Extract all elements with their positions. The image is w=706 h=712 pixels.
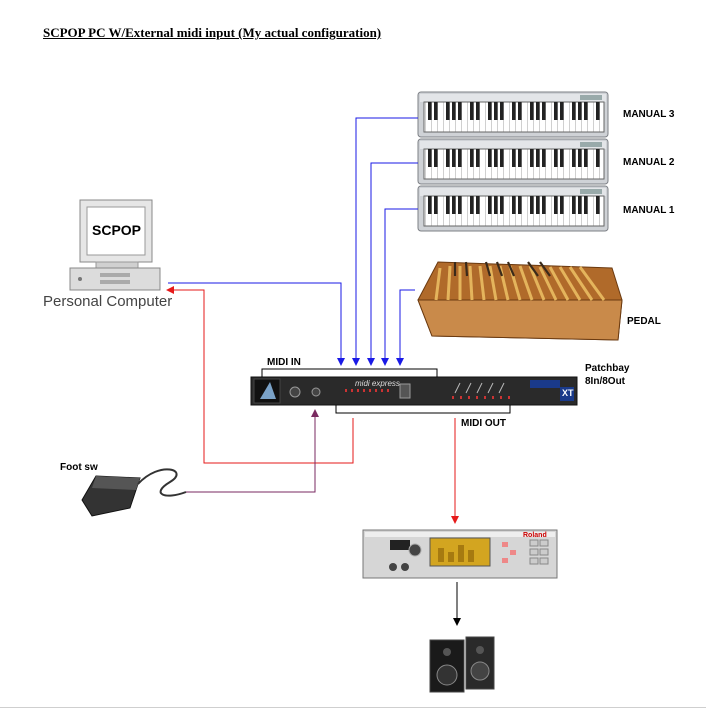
module-brand-text: Roland <box>523 532 547 539</box>
foot-switch <box>81 468 187 517</box>
manual-1-label: MANUAL 1 <box>623 205 675 216</box>
pedal-label: PEDAL <box>627 316 661 327</box>
manual-2-connection <box>367 162 418 366</box>
midi-patchbay <box>250 376 578 406</box>
manual-3-keyboard <box>417 91 609 138</box>
midi-in-bracket <box>261 368 438 377</box>
midi-out-bracket <box>335 405 511 414</box>
foot-switch-connection <box>186 409 319 493</box>
manual-3-connection <box>352 117 418 366</box>
pedal-connection <box>396 289 415 366</box>
manual-1-keyboard <box>417 185 609 232</box>
midi-in-label: MIDI IN <box>267 357 301 368</box>
foot-switch-label: Foot sw <box>60 462 98 473</box>
sound-module <box>362 529 558 579</box>
manual-2-keyboard <box>417 138 609 185</box>
manual-1-connection <box>381 208 418 366</box>
patchbay-badge-text: XT <box>562 388 574 398</box>
speakers <box>429 636 495 693</box>
bottom-divider <box>0 707 706 708</box>
midi-out-label: MIDI OUT <box>461 418 506 429</box>
diagram-title: SCPOP PC W/External midi input (My actua… <box>43 25 382 40</box>
patchbay-spec-label: 8In/8Out <box>585 376 626 387</box>
patchbay-label: Patchbay <box>585 363 630 374</box>
manual-2-label: MANUAL 2 <box>623 157 675 168</box>
computer-label: Personal Computer <box>43 293 173 310</box>
pedalboard <box>417 261 623 341</box>
personal-computer <box>69 199 161 291</box>
manual-3-label: MANUAL 3 <box>623 109 675 120</box>
computer-screen-text: SCPOP <box>92 222 142 238</box>
computer-midi-in-connection <box>168 282 345 366</box>
patchbay-brand-text: midi express <box>355 379 400 388</box>
patchbay-to-computer-connection <box>166 286 354 464</box>
